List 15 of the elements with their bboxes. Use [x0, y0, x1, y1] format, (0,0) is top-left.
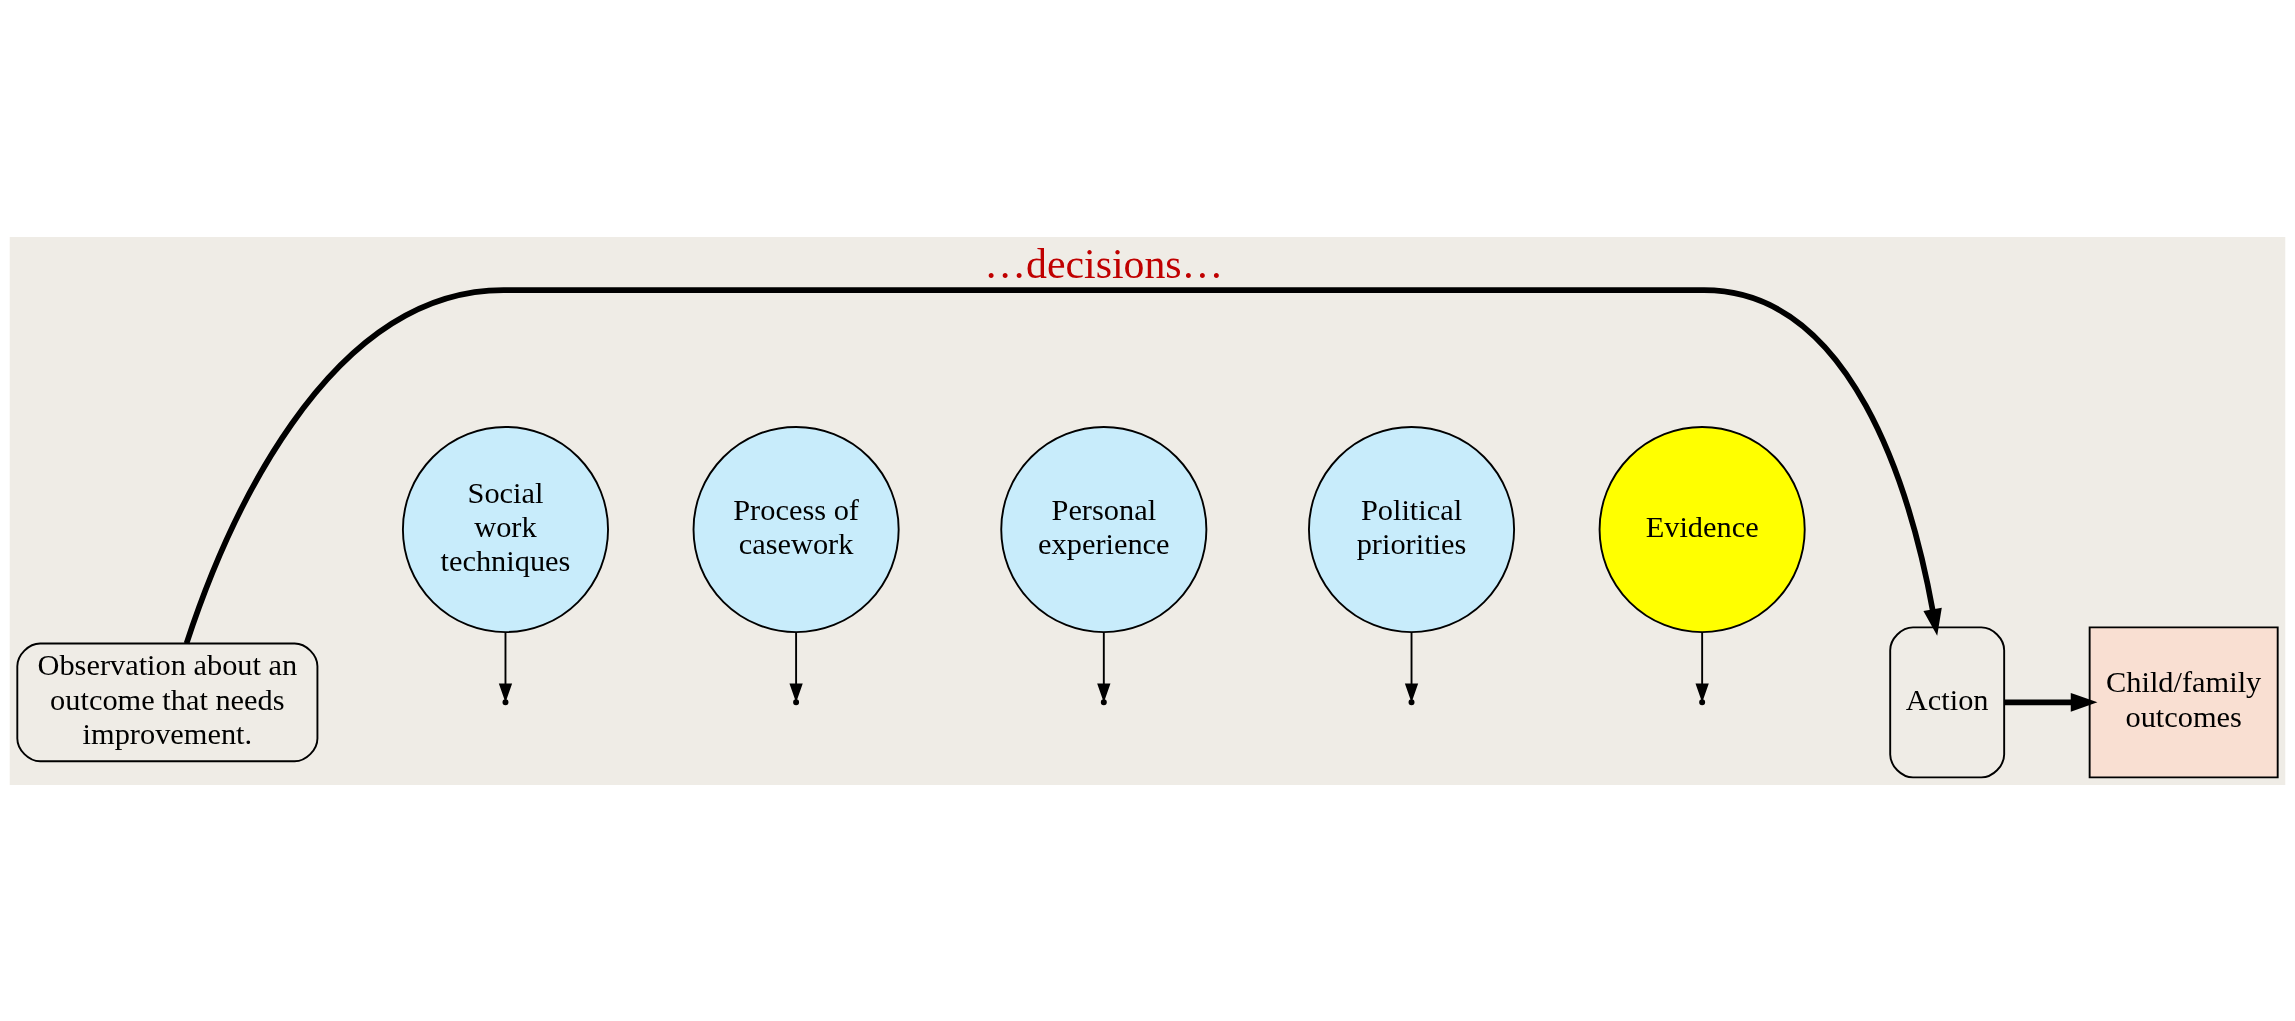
node-box: Observation about an outcome that needs improvement.	[16, 642, 319, 762]
arrow	[789, 631, 803, 703]
arrow	[498, 631, 513, 703]
arrow	[2004, 692, 2098, 712]
node-box: Action	[1889, 625, 2006, 778]
node-circle: Evidence	[1598, 425, 1806, 633]
node-circle: Personal experience	[1000, 425, 1208, 633]
node-box: Child/family outcomes	[2088, 625, 2279, 778]
arrow	[183, 286, 1942, 644]
edge-label: …decisions…	[984, 240, 1224, 287]
node-circle: Process of casework	[692, 425, 900, 633]
arrow	[1695, 631, 1709, 703]
node-circle: Social work techniques	[401, 425, 609, 633]
node-circle: Political priorities	[1308, 425, 1516, 633]
arrow	[1097, 631, 1111, 703]
